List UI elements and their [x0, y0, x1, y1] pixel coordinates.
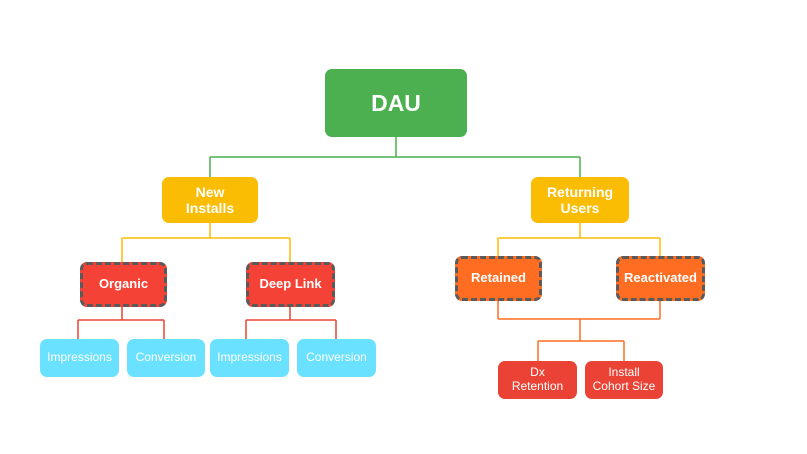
- node-new-installs: New Installs: [162, 177, 258, 223]
- node-returning-users: Returning Users: [531, 177, 629, 223]
- node-dx-retention: Dx Retention: [498, 361, 577, 399]
- edge-dau-level1: [209, 136, 581, 177]
- edge-merge-children: [537, 319, 625, 361]
- node-organic-conversion: Conversion: [127, 339, 205, 377]
- node-dau: DAU: [325, 69, 467, 137]
- node-deeplink-impressions: Impressions: [210, 339, 289, 377]
- node-install-cohort-size: Install Cohort Size: [585, 361, 663, 399]
- edge-new-installs-children: [121, 222, 291, 262]
- node-organic: Organic: [80, 262, 167, 307]
- node-deep-link: Deep Link: [246, 262, 335, 307]
- node-deeplink-conversion: Conversion: [297, 339, 376, 377]
- node-organic-impressions: Impressions: [40, 339, 119, 377]
- edge-returning-children: [497, 222, 661, 256]
- edge-retained-reactivated-merge: [497, 300, 661, 320]
- edge-organic-children: [77, 307, 165, 339]
- node-reactivated: Reactivated: [616, 256, 705, 301]
- edge-deeplink-children: [245, 307, 337, 339]
- node-retained: Retained: [455, 256, 542, 301]
